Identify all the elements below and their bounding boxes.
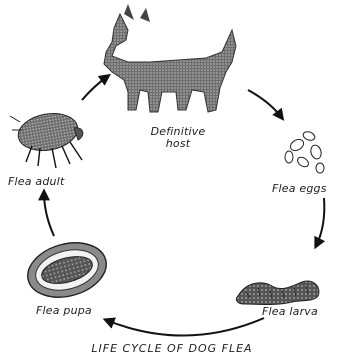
flea-pupa-icon [22,235,113,306]
diagram-caption: LIFE CYCLE OF DOG FLEA [0,342,344,355]
label-definitive-host: Definitive host [148,126,208,150]
dog-icon [104,4,236,112]
label-flea-larva: Flea larva [262,305,318,318]
flea-adult-icon [10,109,83,168]
label-flea-adult: Flea adult [8,175,64,188]
flea-eggs-icon [285,130,324,173]
label-flea-eggs: Flea eggs [272,182,327,195]
arrow-larva-to-pupa [106,318,264,336]
arrow-host-to-eggs [248,90,282,118]
arrow-eggs-to-larva [316,198,324,246]
arrow-pupa-to-adult [44,192,54,236]
arrow-adult-to-host [82,76,108,100]
flea-larva-icon [236,281,319,305]
label-flea-pupa: Flea pupa [36,304,92,317]
